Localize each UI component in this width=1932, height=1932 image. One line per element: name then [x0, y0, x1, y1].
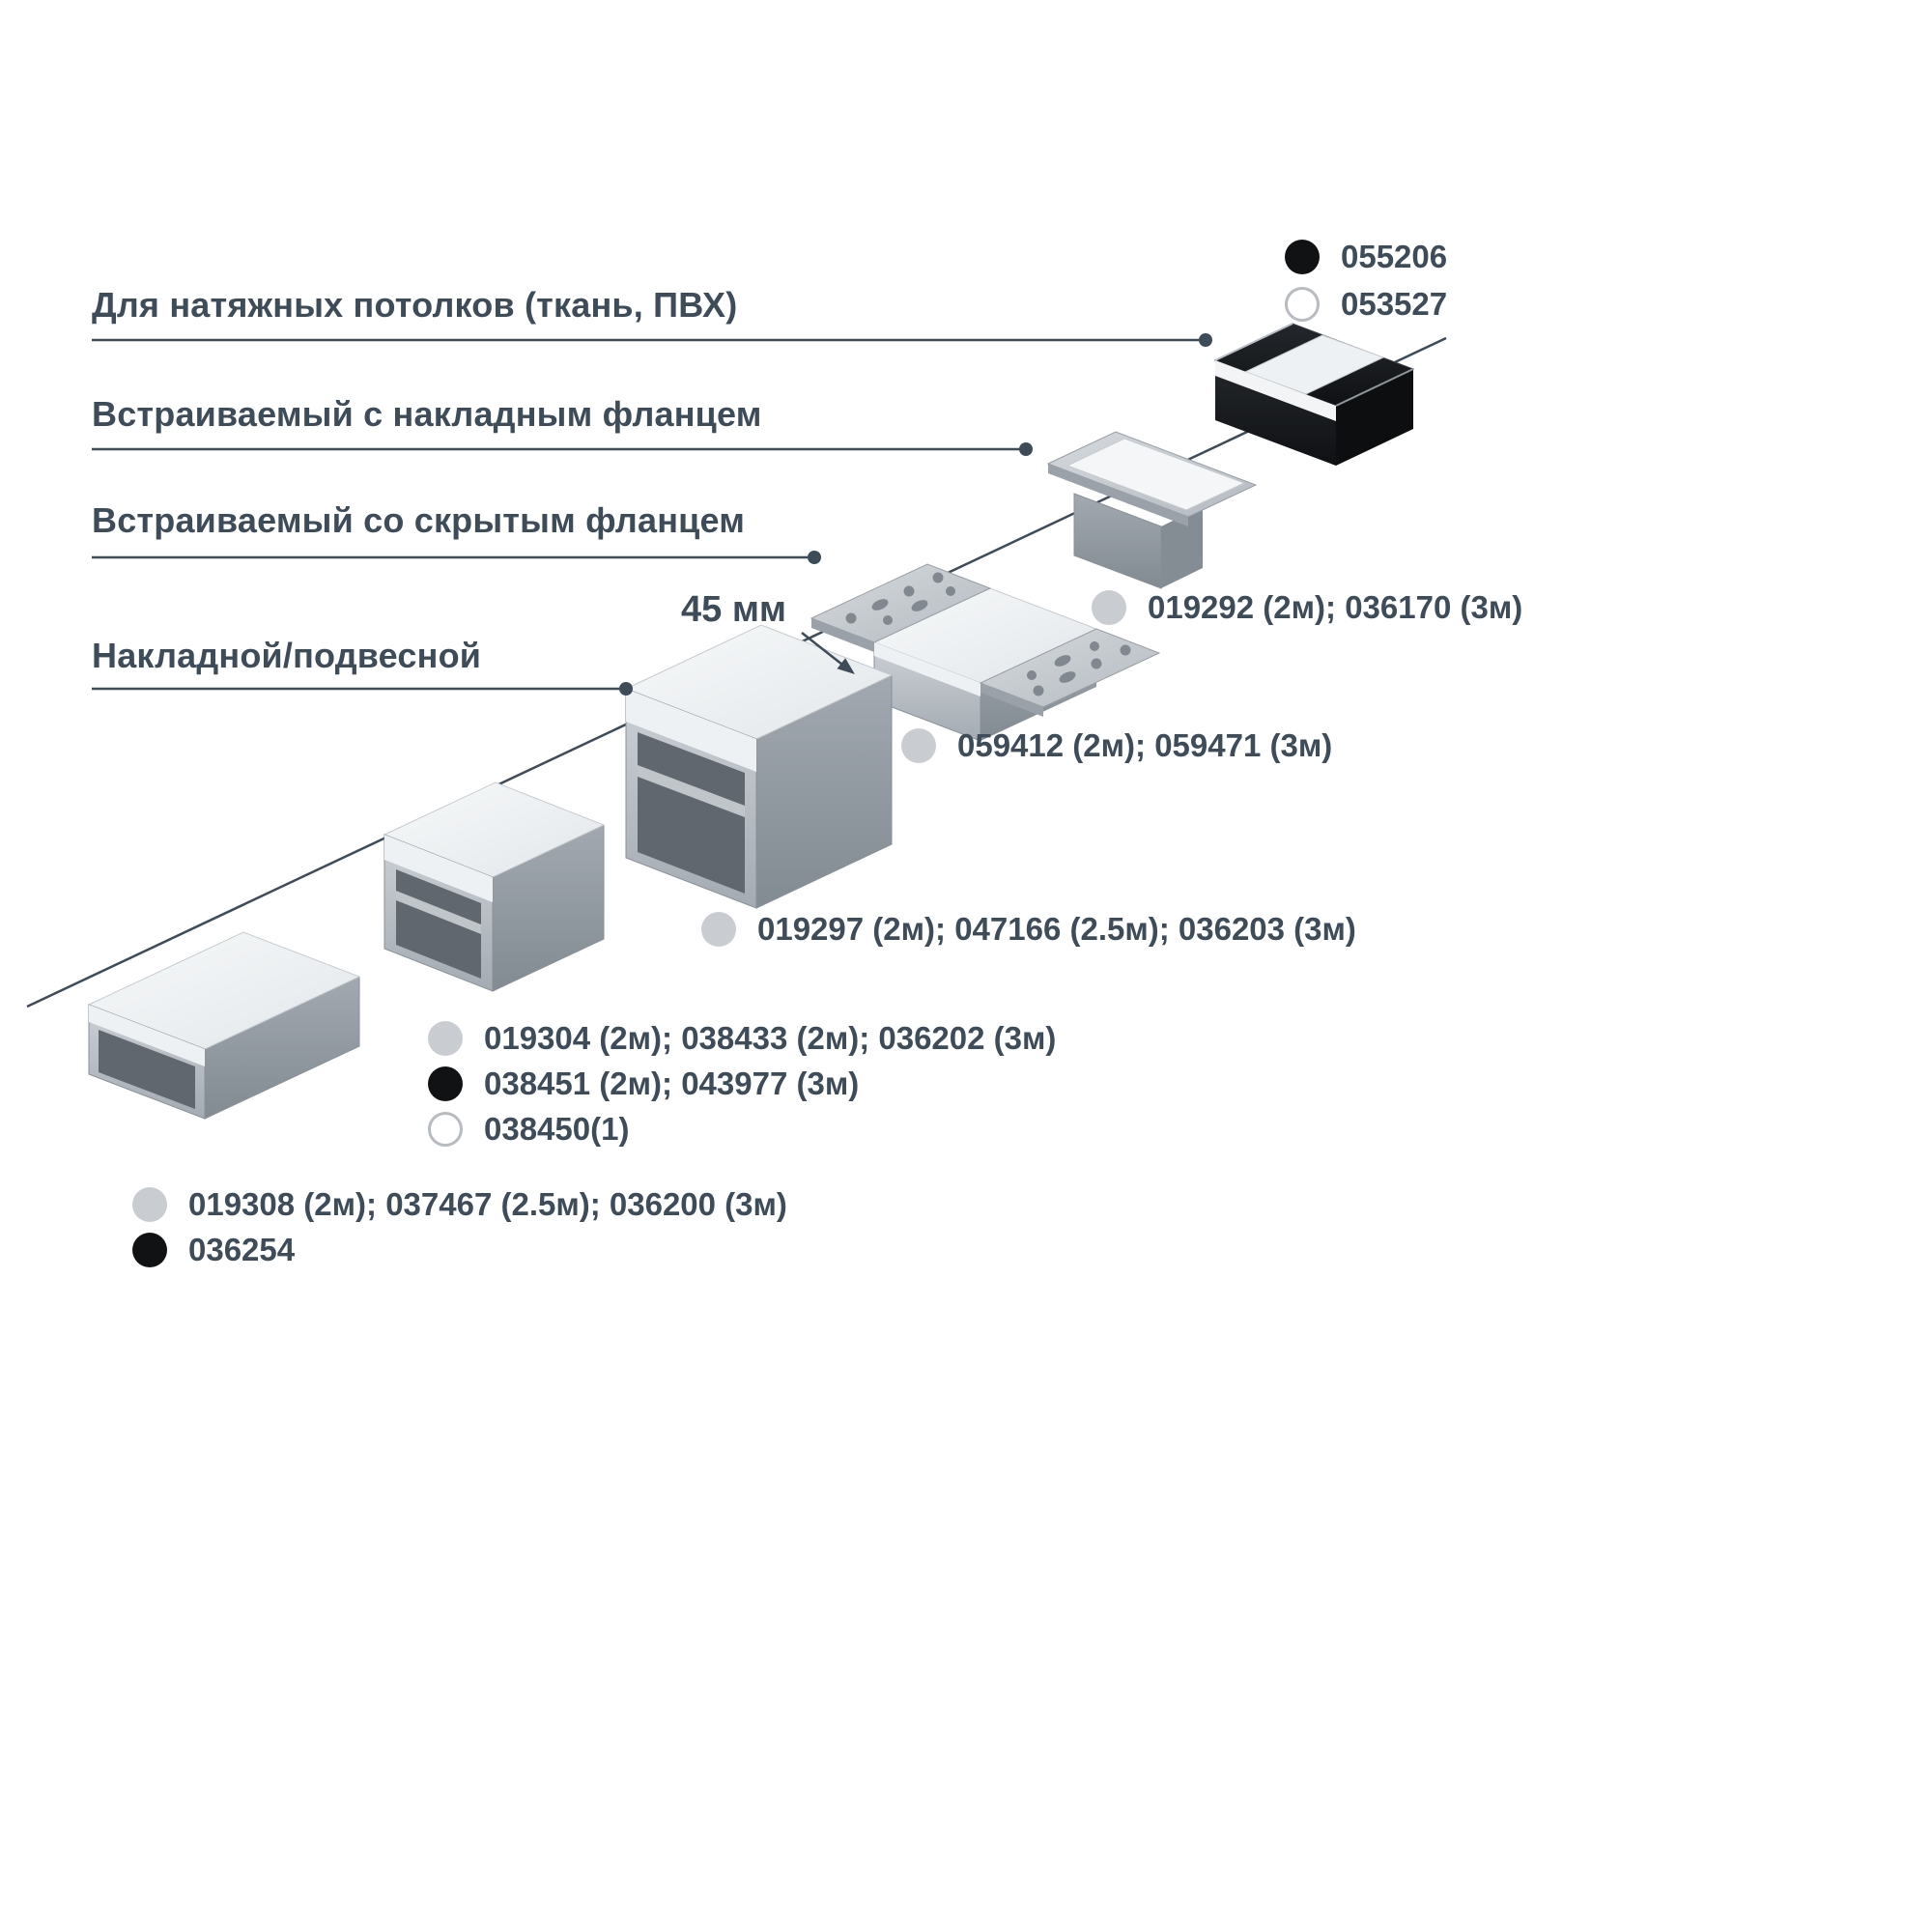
code-row: 036254: [132, 1232, 295, 1268]
product-codes: 036254: [188, 1232, 296, 1267]
leader-dots: [619, 333, 1212, 696]
category-label-hidden-flange: Встраиваемый со скрытым фланцем: [92, 500, 746, 540]
product-codes: 038451 (2м); 043977 (3м): [484, 1065, 860, 1101]
product-codes: 019308 (2м); 037467 (2.5м); 036200 (3м): [188, 1186, 787, 1222]
product-color-dot: [1092, 590, 1126, 625]
profile-cavity: [396, 869, 481, 979]
code-row: 038450(1): [428, 1111, 629, 1148]
category-label-surface-flange: Встраиваемый с накладным фланцем: [92, 394, 762, 434]
diffuser-edge: [89, 1005, 205, 1066]
code-row: 059412 (2м); 059471 (3м): [901, 727, 1332, 764]
code-row: 019308 (2м); 037467 (2.5м); 036200 (3м): [132, 1186, 787, 1223]
product-color-dot: [132, 1187, 167, 1222]
product-color-dot: [901, 728, 936, 763]
diffuser-edge: [1215, 360, 1336, 421]
dimension-arrow: [801, 632, 855, 674]
profile-stretch-ceiling: [1213, 323, 1415, 466]
code-row: 019292 (2м); 036170 (3м): [1092, 589, 1522, 626]
profile-recessed-surface-flange: [1046, 431, 1258, 589]
flange-holes: [845, 572, 1131, 696]
product-codes: 059412 (2м); 059471 (3м): [957, 727, 1333, 763]
product-color-dot: [428, 1021, 463, 1056]
profile-surface-large: [624, 624, 894, 909]
diffuser-edge: [626, 689, 756, 772]
profile-cavity: [638, 732, 745, 894]
diffuser-strip: [1065, 438, 1246, 511]
product-codes: 038450(1): [484, 1111, 630, 1147]
diffuser-edge: [384, 835, 493, 902]
profile-surface-low: [87, 931, 361, 1120]
product-color-dot: [1285, 287, 1320, 322]
product-codes: 055206: [1341, 239, 1448, 274]
product-codes: 019297 (2м); 047166 (2.5м); 036203 (3м): [757, 911, 1356, 947]
leader-lines: [92, 338, 1206, 691]
code-row: 053527: [1285, 286, 1447, 323]
code-row: 038451 (2м); 043977 (3м): [428, 1065, 859, 1102]
code-row: 055206: [1285, 239, 1447, 275]
category-label-surface-suspended: Накладной/подвесной: [92, 636, 482, 675]
diffuser-strip: [1243, 334, 1385, 395]
profile-surface-medium: [383, 781, 606, 992]
product-color-dot: [428, 1066, 463, 1101]
code-row: 019297 (2м); 047166 (2.5м); 036203 (3м): [701, 911, 1356, 948]
product-codes: 053527: [1341, 286, 1448, 322]
product-codes: 019304 (2м); 038433 (2м); 036202 (3м): [484, 1020, 1057, 1056]
code-row: 019304 (2м); 038433 (2м); 036202 (3м): [428, 1020, 1056, 1057]
profile-cavity: [99, 1030, 195, 1109]
perforated-flange-wings: [810, 563, 1161, 717]
dimension-label: 45 мм: [681, 589, 787, 630]
product-color-dot: [428, 1112, 463, 1147]
product-color-dot: [1285, 240, 1320, 274]
product-color-dot: [701, 912, 736, 947]
product-codes: 019292 (2м); 036170 (3м): [1148, 589, 1523, 625]
category-label-stretch-ceiling: Для натяжных потолков (ткань, ПВХ): [92, 285, 738, 325]
profile-recessed-hidden-flange: [810, 563, 1161, 742]
product-color-dot: [132, 1233, 167, 1267]
